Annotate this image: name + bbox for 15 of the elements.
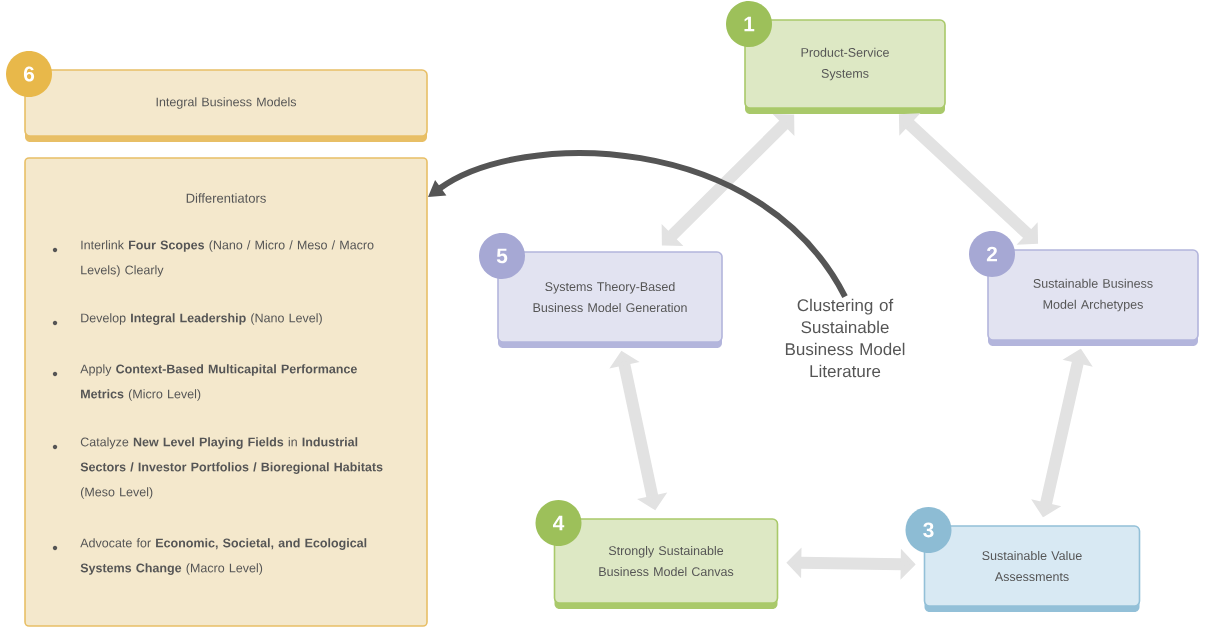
- bullet-item: Interlink Four Scopes (Nano / Micro / Meso / Macro Levels) Clearly: [52, 240, 374, 277]
- number-badge: 6: [6, 51, 52, 97]
- bullet-item: Catalyze New Level Playing Fields in Industrial Sectors / Investor Portfolios / Bioregional Habitats (Meso Level): [52, 437, 383, 499]
- arrow: [661, 114, 795, 246]
- number-badge: 4: [535, 500, 582, 546]
- bullet-item: Advocate for Economic, Societal, and Ecological Systems Change (Macro Level): [52, 538, 367, 575]
- bullet-item: Apply Context-Based Multicapital Performance Metrics (Micro Level): [52, 364, 357, 401]
- number-badge: 1: [726, 1, 772, 47]
- panel-heading: Differentiators: [186, 193, 266, 203]
- number-badge: 3: [905, 507, 952, 553]
- number-badge: 5: [479, 233, 525, 279]
- arrow: [898, 113, 1039, 245]
- bullet-item: Develop Integral Leadership (Nano Level): [52, 313, 322, 326]
- center-label: Clustering of Sustainable Business Model Literature: [785, 298, 905, 378]
- number-badge: 2: [969, 231, 1015, 277]
